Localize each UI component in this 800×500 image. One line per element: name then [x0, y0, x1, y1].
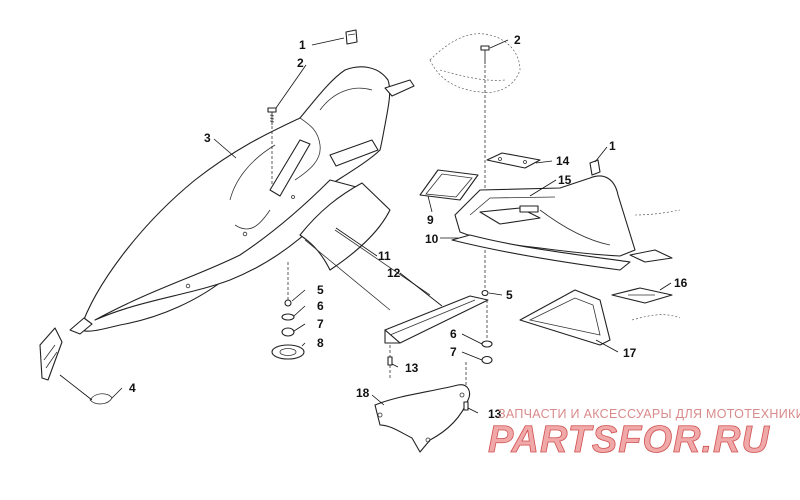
callout-6b: 6 [450, 327, 457, 341]
callout-5a: 5 [317, 283, 324, 297]
callout-4: 4 [129, 381, 136, 395]
callout-13b: 13 [488, 407, 502, 421]
callout-18: 18 [356, 386, 370, 400]
callout-11: 11 [378, 249, 391, 263]
callout-1a: 1 [299, 38, 306, 52]
strap-right [631, 209, 681, 321]
callout-7a: 7 [317, 317, 324, 331]
clip-part-1b [589, 159, 601, 176]
watermark-brand: PARTSFOR.RU [488, 419, 770, 461]
callout-7b: 7 [450, 345, 457, 359]
watermark: ЗАПЧАСТИ И АКСЕССУАРЫ ДЛЯ МОТОТЕХНИКИ PA… [488, 407, 800, 461]
callout-13a: 13 [405, 361, 419, 375]
callout-17: 17 [623, 346, 637, 360]
callout-1b: 1 [609, 139, 616, 153]
callout-10: 10 [425, 232, 439, 246]
screw-part-2b [480, 45, 490, 290]
watermark-tagline: ЗАПЧАСТИ И АКСЕССУАРЫ ДЛЯ МОТОТЕХНИКИ [498, 407, 800, 421]
hood-part-3 [69, 66, 415, 335]
frame-sketch-top [429, 33, 521, 93]
callout-2b: 2 [514, 33, 521, 47]
seal-part-17 [519, 289, 611, 346]
callout-6a: 6 [317, 299, 324, 313]
bracket-part-12 [384, 295, 489, 344]
callout-2a: 2 [297, 56, 304, 70]
pad-part-16 [611, 249, 673, 304]
callout-5b: 5 [506, 288, 513, 302]
screw-part-2a [267, 107, 277, 125]
leader-lines [111, 37, 672, 414]
fastener-stack-right [481, 289, 493, 365]
callout-12: 12 [387, 266, 401, 280]
clip-part-1a [345, 29, 358, 45]
callouts: 1 2 3 4 5 6 7 8 2 9 10 11 12 13 13 14 15… [129, 33, 688, 421]
ring-part-9 [419, 169, 479, 201]
callout-14: 14 [556, 154, 570, 168]
fastener-stack-left [271, 262, 305, 360]
callout-15: 15 [558, 173, 572, 187]
tray-part-10 [451, 234, 631, 271]
callout-9: 9 [427, 213, 434, 227]
plate-part-14 [486, 152, 541, 169]
callout-16: 16 [674, 276, 688, 290]
callout-8: 8 [317, 336, 324, 350]
rivets-part-13 [387, 356, 469, 411]
bracket-part-18 [374, 345, 471, 453]
callout-3: 3 [204, 131, 211, 145]
seat-base-part-15 [454, 175, 636, 257]
pin-part-4 [39, 327, 113, 405]
